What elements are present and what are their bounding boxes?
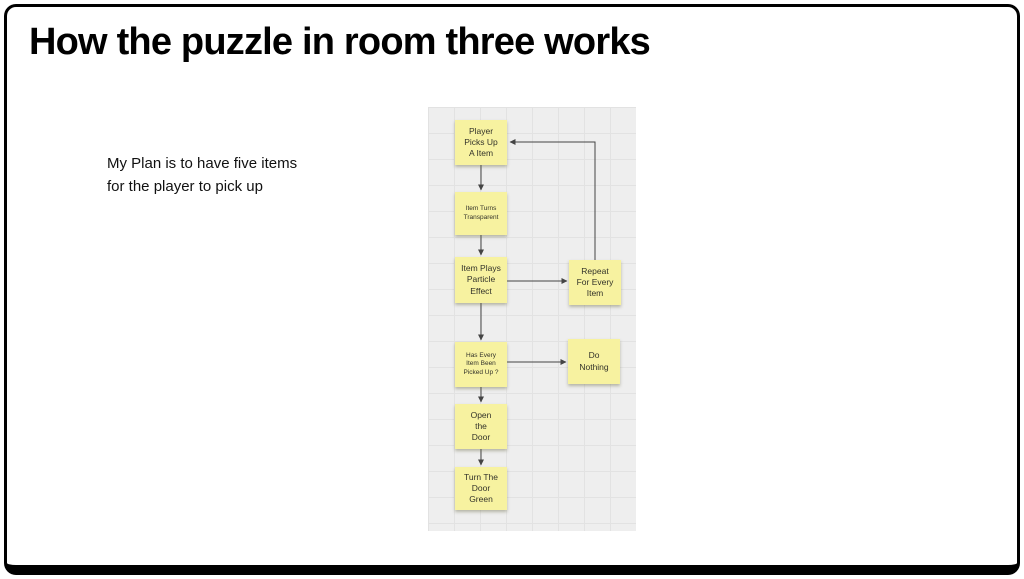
flowchart-arrows	[478, 139, 596, 466]
flow-node-repeat-for-every-item: Repeat For Every Item	[569, 260, 621, 305]
flow-node-do-nothing: Do Nothing	[568, 339, 620, 384]
flow-node-item-plays-particle-effect: Item Plays Particle Effect	[455, 257, 507, 303]
flow-node-turn-the-door-green: Turn The Door Green	[455, 467, 507, 510]
flow-node-has-every-item-been-picked-up: Has Every Item Been Picked Up ?	[455, 342, 507, 387]
flowchart-canvas: Player Picks Up A Item Item Turns Transp…	[428, 107, 636, 531]
flow-node-player-picks-up-item: Player Picks Up A Item	[455, 120, 507, 165]
flow-node-open-the-door: Open the Door	[455, 404, 507, 449]
presentation-slide: How the puzzle in room three works My Pl…	[4, 4, 1020, 575]
flow-node-item-turns-transparent: Item Turns Transparent	[455, 192, 507, 235]
plan-description-text: My Plan is to have five items for the pl…	[107, 155, 298, 195]
slide-title: How the puzzle in room three works	[29, 21, 651, 63]
